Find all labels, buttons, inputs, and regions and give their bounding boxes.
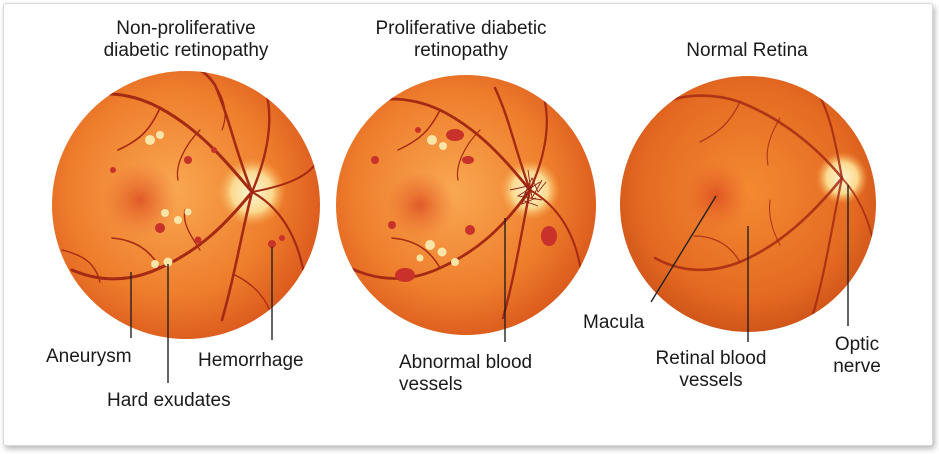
exudate-spots [416,135,459,266]
pointer-lines [130,185,849,383]
title-line-2: retinopathy [413,40,508,61]
label-retinal-blood-vessels: Retinal blood vessels [636,348,786,392]
label-optic-nerve: Optic nerve [822,334,892,378]
title-normal-retina: Normal Retina [686,40,808,61]
label-line-2: vessels [399,374,463,395]
hemorrhages [371,127,557,282]
hard-exudates-spots [145,131,192,268]
label-line-2: nerve [833,356,881,377]
retina-normal [620,76,876,332]
label-macula: Macula [583,312,645,333]
retina-non-proliferative [52,71,320,339]
title-line-1: Proliferative diabetic [375,18,547,39]
neovascularization [509,169,547,207]
label-line-1: Abnormal blood [399,352,533,373]
hemorrhages [110,147,285,248]
label-line-1: Retinal blood [655,348,767,369]
title-line-1: Non-proliferative [116,18,256,39]
title-non-proliferative: Non-proliferative diabetic retinopathy [86,18,286,62]
label-line-2: vessels [679,370,743,391]
label-aneurysm: Aneurysm [46,346,132,367]
label-line-1: Optic [834,334,880,355]
label-hemorrhage: Hemorrhage [198,350,304,371]
retina-proliferative [336,75,596,335]
title-proliferative: Proliferative diabetic retinopathy [346,18,576,62]
label-abnormal-blood-vessels: Abnormal blood vessels [399,352,532,396]
label-hard-exudates: Hard exudates [107,390,231,411]
title-line-2: diabetic retinopathy [103,40,269,61]
